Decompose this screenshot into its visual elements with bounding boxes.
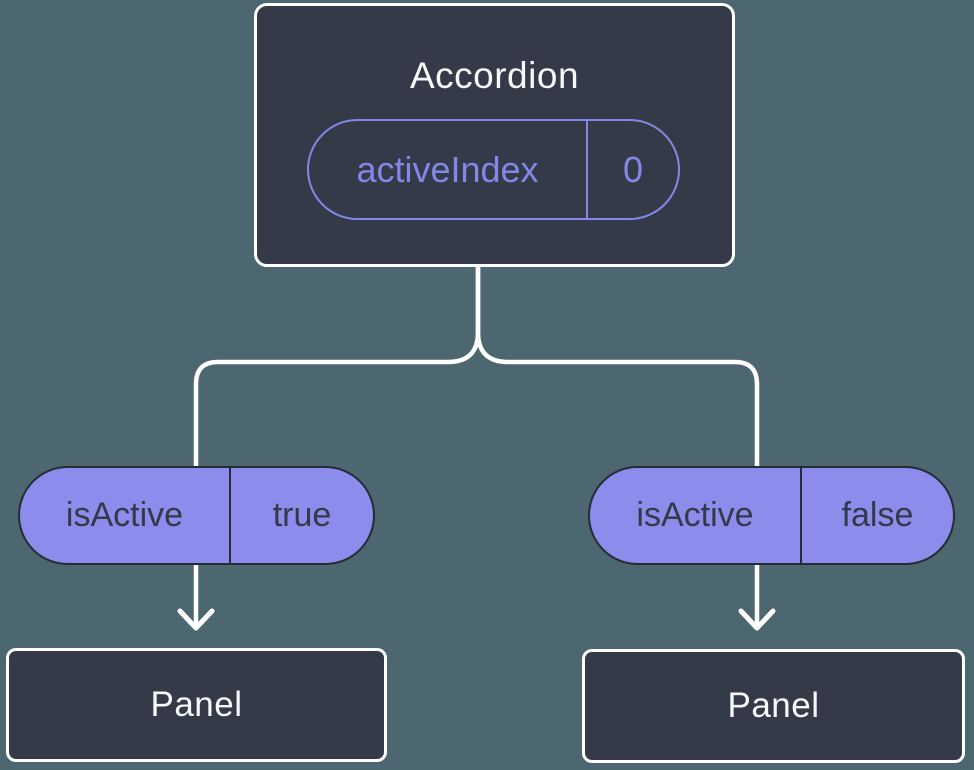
branch-line-left <box>193 263 481 629</box>
panel-node-title: Panel <box>727 686 820 725</box>
prop-pill-value: false <box>800 468 953 563</box>
branch-line-right <box>475 263 760 629</box>
accordion-node: Accordion activeIndex 0 <box>254 3 735 267</box>
panel-node-title: Panel <box>150 685 243 724</box>
arrow-down-icon <box>738 608 776 631</box>
state-pill-name: activeIndex <box>356 148 539 190</box>
panel-node-right: Panel <box>582 649 965 763</box>
panel-node-left: Panel <box>6 648 387 762</box>
prop-pill-isactive-false: isActive false <box>588 466 955 565</box>
prop-pill-name: isActive <box>65 496 184 534</box>
accordion-node-title: Accordion <box>409 55 580 96</box>
prop-pill-name: isActive <box>636 496 754 534</box>
prop-pill-isactive-true: isActive true <box>18 466 375 565</box>
state-pill-activeindex: activeIndex 0 <box>307 119 680 220</box>
arrow-down-icon <box>177 608 215 631</box>
state-pill-value: 0 <box>586 121 678 218</box>
prop-pill-value: true <box>229 468 373 563</box>
